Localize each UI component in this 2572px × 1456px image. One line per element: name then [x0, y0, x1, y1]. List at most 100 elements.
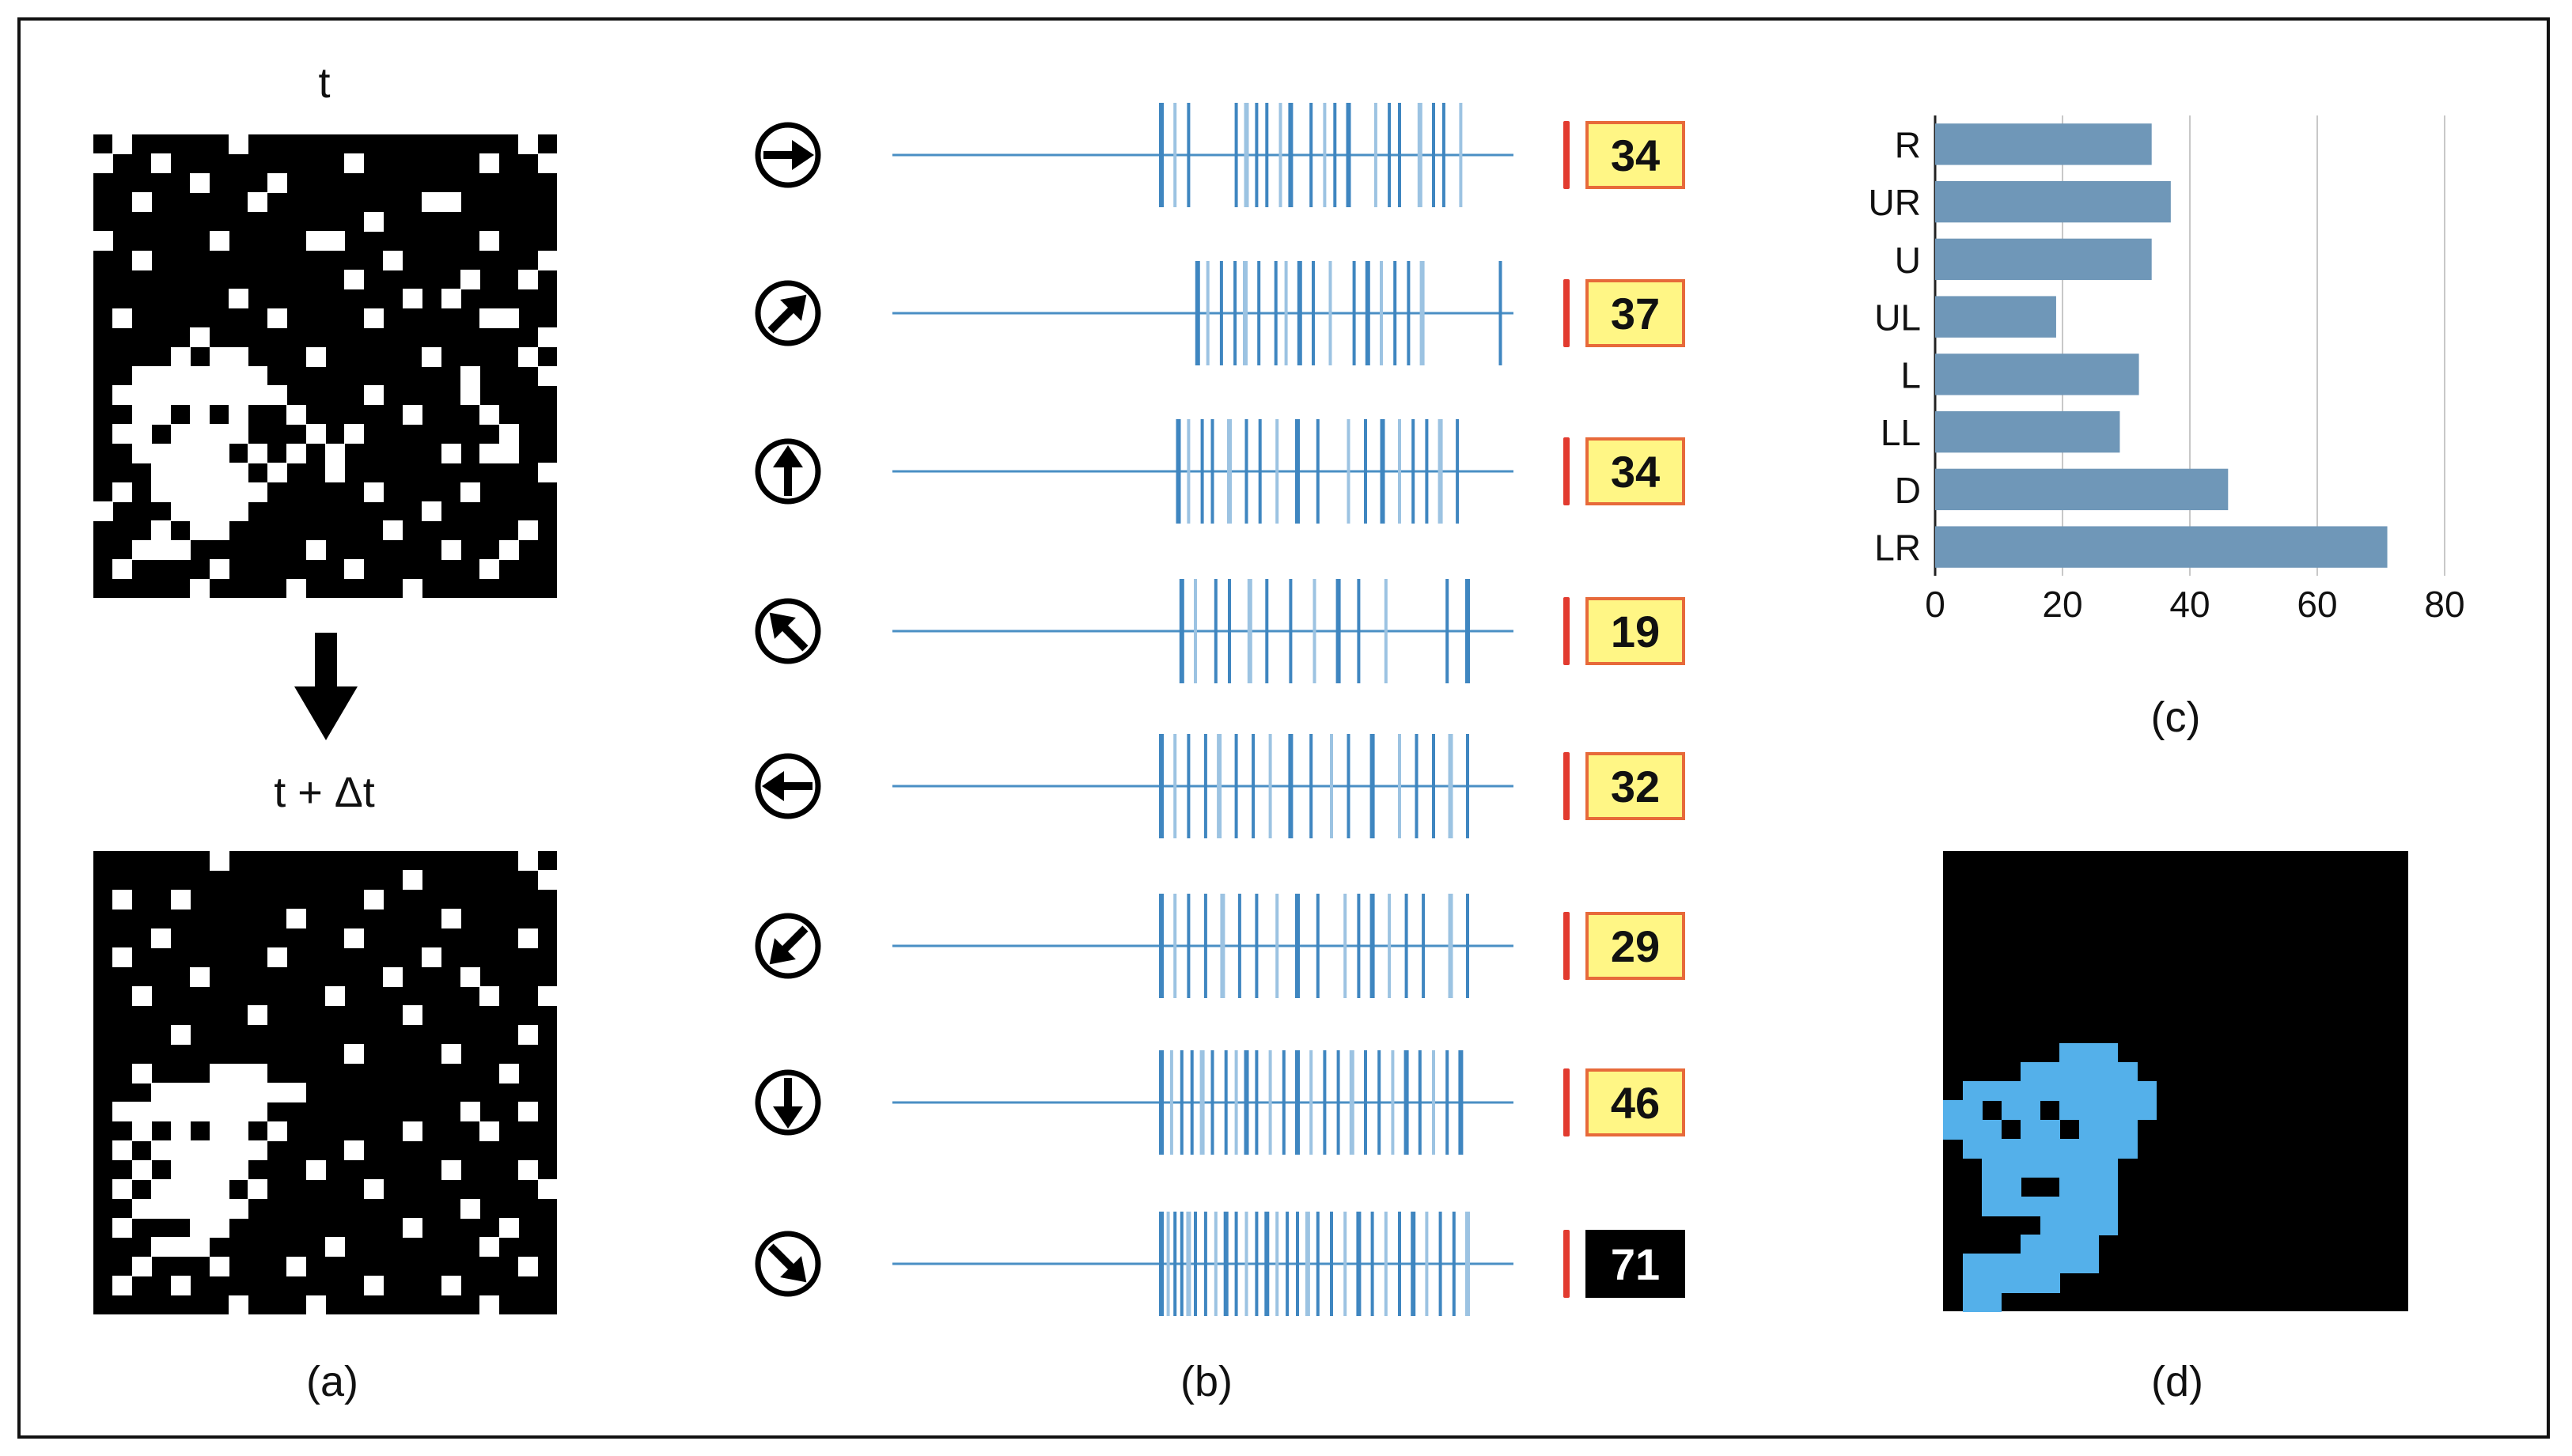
up-left-arrow-icon — [755, 598, 821, 664]
pixel — [248, 1140, 268, 1161]
pixel — [209, 1217, 229, 1238]
pixel — [498, 1217, 519, 1238]
pixel — [151, 928, 172, 948]
pixel — [248, 1102, 268, 1122]
pixel — [228, 1198, 248, 1219]
pixel — [2001, 1100, 2021, 1121]
pixel — [518, 520, 539, 541]
pixel — [190, 424, 210, 444]
pixel — [170, 1198, 191, 1219]
pixel — [2001, 1196, 2021, 1216]
pixel — [112, 308, 133, 328]
bar — [1935, 354, 2139, 395]
pixel — [112, 134, 133, 154]
pixel — [112, 385, 133, 406]
pixel — [2098, 1158, 2118, 1178]
pixel — [1982, 1254, 2002, 1274]
pixel — [1982, 1138, 2002, 1159]
pixel — [190, 443, 210, 463]
pixel — [131, 404, 152, 425]
down-arrow-icon — [294, 633, 358, 740]
pixel — [248, 443, 268, 463]
pixel — [305, 424, 326, 444]
pixel — [170, 366, 191, 386]
pixel — [248, 1005, 268, 1026]
pixel — [190, 966, 210, 987]
pixel — [190, 366, 210, 386]
pixel — [2078, 1061, 2099, 1082]
pixel — [209, 231, 229, 251]
pixel — [2040, 1081, 2060, 1101]
pixel — [209, 463, 229, 483]
pixel — [2098, 1042, 2118, 1063]
pixel — [2021, 1100, 2040, 1121]
pixel — [305, 1159, 326, 1180]
motion-segmentation-image — [1943, 851, 2408, 1312]
pixel — [1982, 1081, 2002, 1101]
pixel — [267, 463, 287, 483]
pixel — [2078, 1081, 2099, 1101]
pixel — [402, 1005, 422, 1026]
pixel — [190, 1237, 210, 1257]
pixel — [1962, 1081, 1983, 1101]
y-tick-label: LL — [1881, 412, 1921, 453]
y-tick-label: LR — [1874, 528, 1921, 569]
pixel — [383, 966, 403, 987]
pixel — [344, 928, 365, 948]
pixel — [209, 1159, 229, 1180]
x-tick-label: 60 — [2297, 584, 2337, 625]
down-arrow-icon — [755, 1069, 821, 1136]
pixel — [2040, 1254, 2060, 1274]
pixel — [170, 1024, 191, 1045]
pixel — [209, 1140, 229, 1161]
pixel — [460, 482, 480, 502]
pixel — [1943, 1100, 1963, 1121]
pixel — [170, 889, 191, 910]
pixel — [2137, 1100, 2157, 1121]
frame-t-dt-image — [93, 851, 558, 1315]
bar — [1935, 468, 2229, 511]
pixel — [151, 153, 172, 174]
pixel — [228, 1295, 248, 1315]
pixel — [1962, 1138, 1983, 1159]
pixel — [209, 1198, 229, 1219]
pixel — [479, 1295, 500, 1315]
pixel — [112, 1179, 133, 1200]
pixel — [131, 1159, 152, 1180]
pixel — [1982, 1158, 2002, 1178]
pixel — [479, 559, 500, 580]
pixel — [518, 851, 539, 871]
spike-count: 46 — [1585, 1068, 1685, 1136]
pixel — [131, 443, 152, 463]
pixel — [479, 231, 500, 251]
pixel — [537, 366, 558, 386]
pixel — [518, 346, 539, 367]
pixel — [2078, 1196, 2099, 1216]
pixel — [441, 909, 461, 929]
threshold-marker — [1563, 121, 1570, 189]
pixel — [325, 231, 345, 251]
pixel — [209, 1121, 229, 1141]
pixel — [1943, 1119, 1963, 1140]
pixel — [209, 520, 229, 541]
pixel — [325, 463, 345, 483]
pixel — [479, 153, 500, 174]
pixel — [2098, 1138, 2118, 1159]
pixel — [479, 404, 500, 425]
pixel — [363, 1276, 384, 1296]
right-arrow-icon — [755, 122, 821, 188]
pixel — [248, 385, 268, 406]
y-tick-label: D — [1895, 470, 1921, 511]
up-right-arrow-icon — [755, 280, 821, 346]
pixel — [170, 1179, 191, 1200]
pixel — [209, 559, 229, 580]
pixel — [248, 192, 268, 213]
pixel — [305, 539, 326, 560]
pixel — [190, 1140, 210, 1161]
pixel — [2021, 1119, 2040, 1140]
pixel — [1982, 1177, 2002, 1197]
pixel — [151, 443, 172, 463]
pixel — [402, 404, 422, 425]
pixel — [2059, 1196, 2079, 1216]
pixel — [190, 520, 210, 541]
